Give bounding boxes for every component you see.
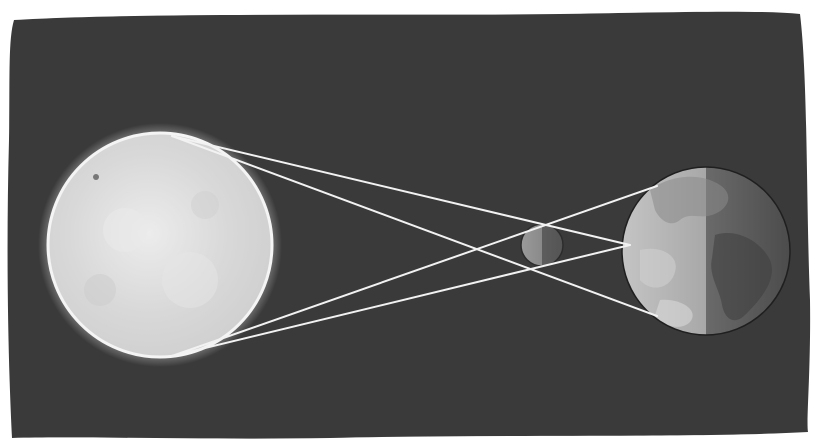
moon-icon xyxy=(521,224,563,266)
earth-icon xyxy=(622,167,790,335)
